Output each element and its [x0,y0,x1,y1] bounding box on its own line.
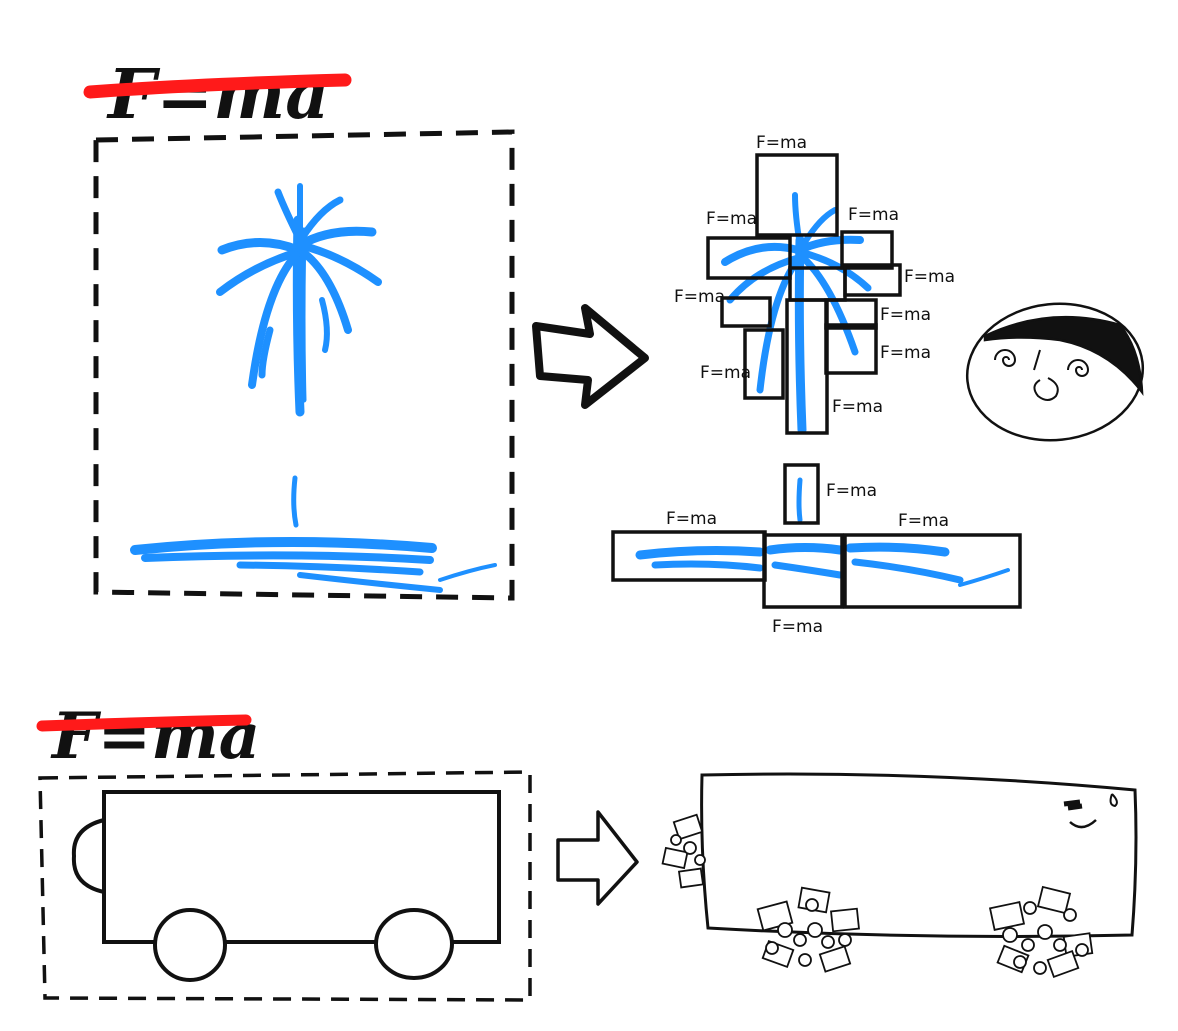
top-formula-text: F=ma [106,55,329,135]
fragment-label: F=ma [826,481,877,501]
bottom-strike-line [36,714,252,732]
original-tree-frame [93,129,515,601]
bottom-crossed-formula: F=ma [36,699,260,774]
fragment-boxes [611,153,1022,609]
fragment-label: F=ma [904,267,955,287]
fragment-label: F=ma [772,617,823,637]
fragment-label: F=ma [700,363,751,383]
broken-truck [700,772,1138,938]
fragment-label: F=ma [880,305,931,325]
top-strike-line [83,73,352,99]
fragment-label: F=ma [832,397,883,417]
bottom-right-arrow-icon [556,810,639,906]
fragment-label: F=ma [880,343,931,363]
original-palm-tree [130,183,497,593]
fragment-label: F=ma [756,133,807,153]
top-right-arrow-icon [532,304,649,409]
fragment-label: F=ma [666,509,717,529]
original-truck [71,790,501,982]
fragmented-palm-tree [635,192,1010,587]
top-crossed-formula: F=ma [83,55,352,135]
debris-piles [661,813,1094,979]
fragment-label: F=ma [898,511,949,531]
fragment-label: F=ma [674,287,725,307]
dizzy-face-icon [965,302,1145,442]
fragment-label: F=ma [848,205,899,225]
original-truck-frame [38,770,532,1002]
fragment-labels: F=ma F=ma F=ma F=ma F=ma F=ma F=ma F=ma … [666,133,955,637]
fragment-label: F=ma [706,209,757,229]
bottom-formula-text: F=ma [50,699,260,774]
